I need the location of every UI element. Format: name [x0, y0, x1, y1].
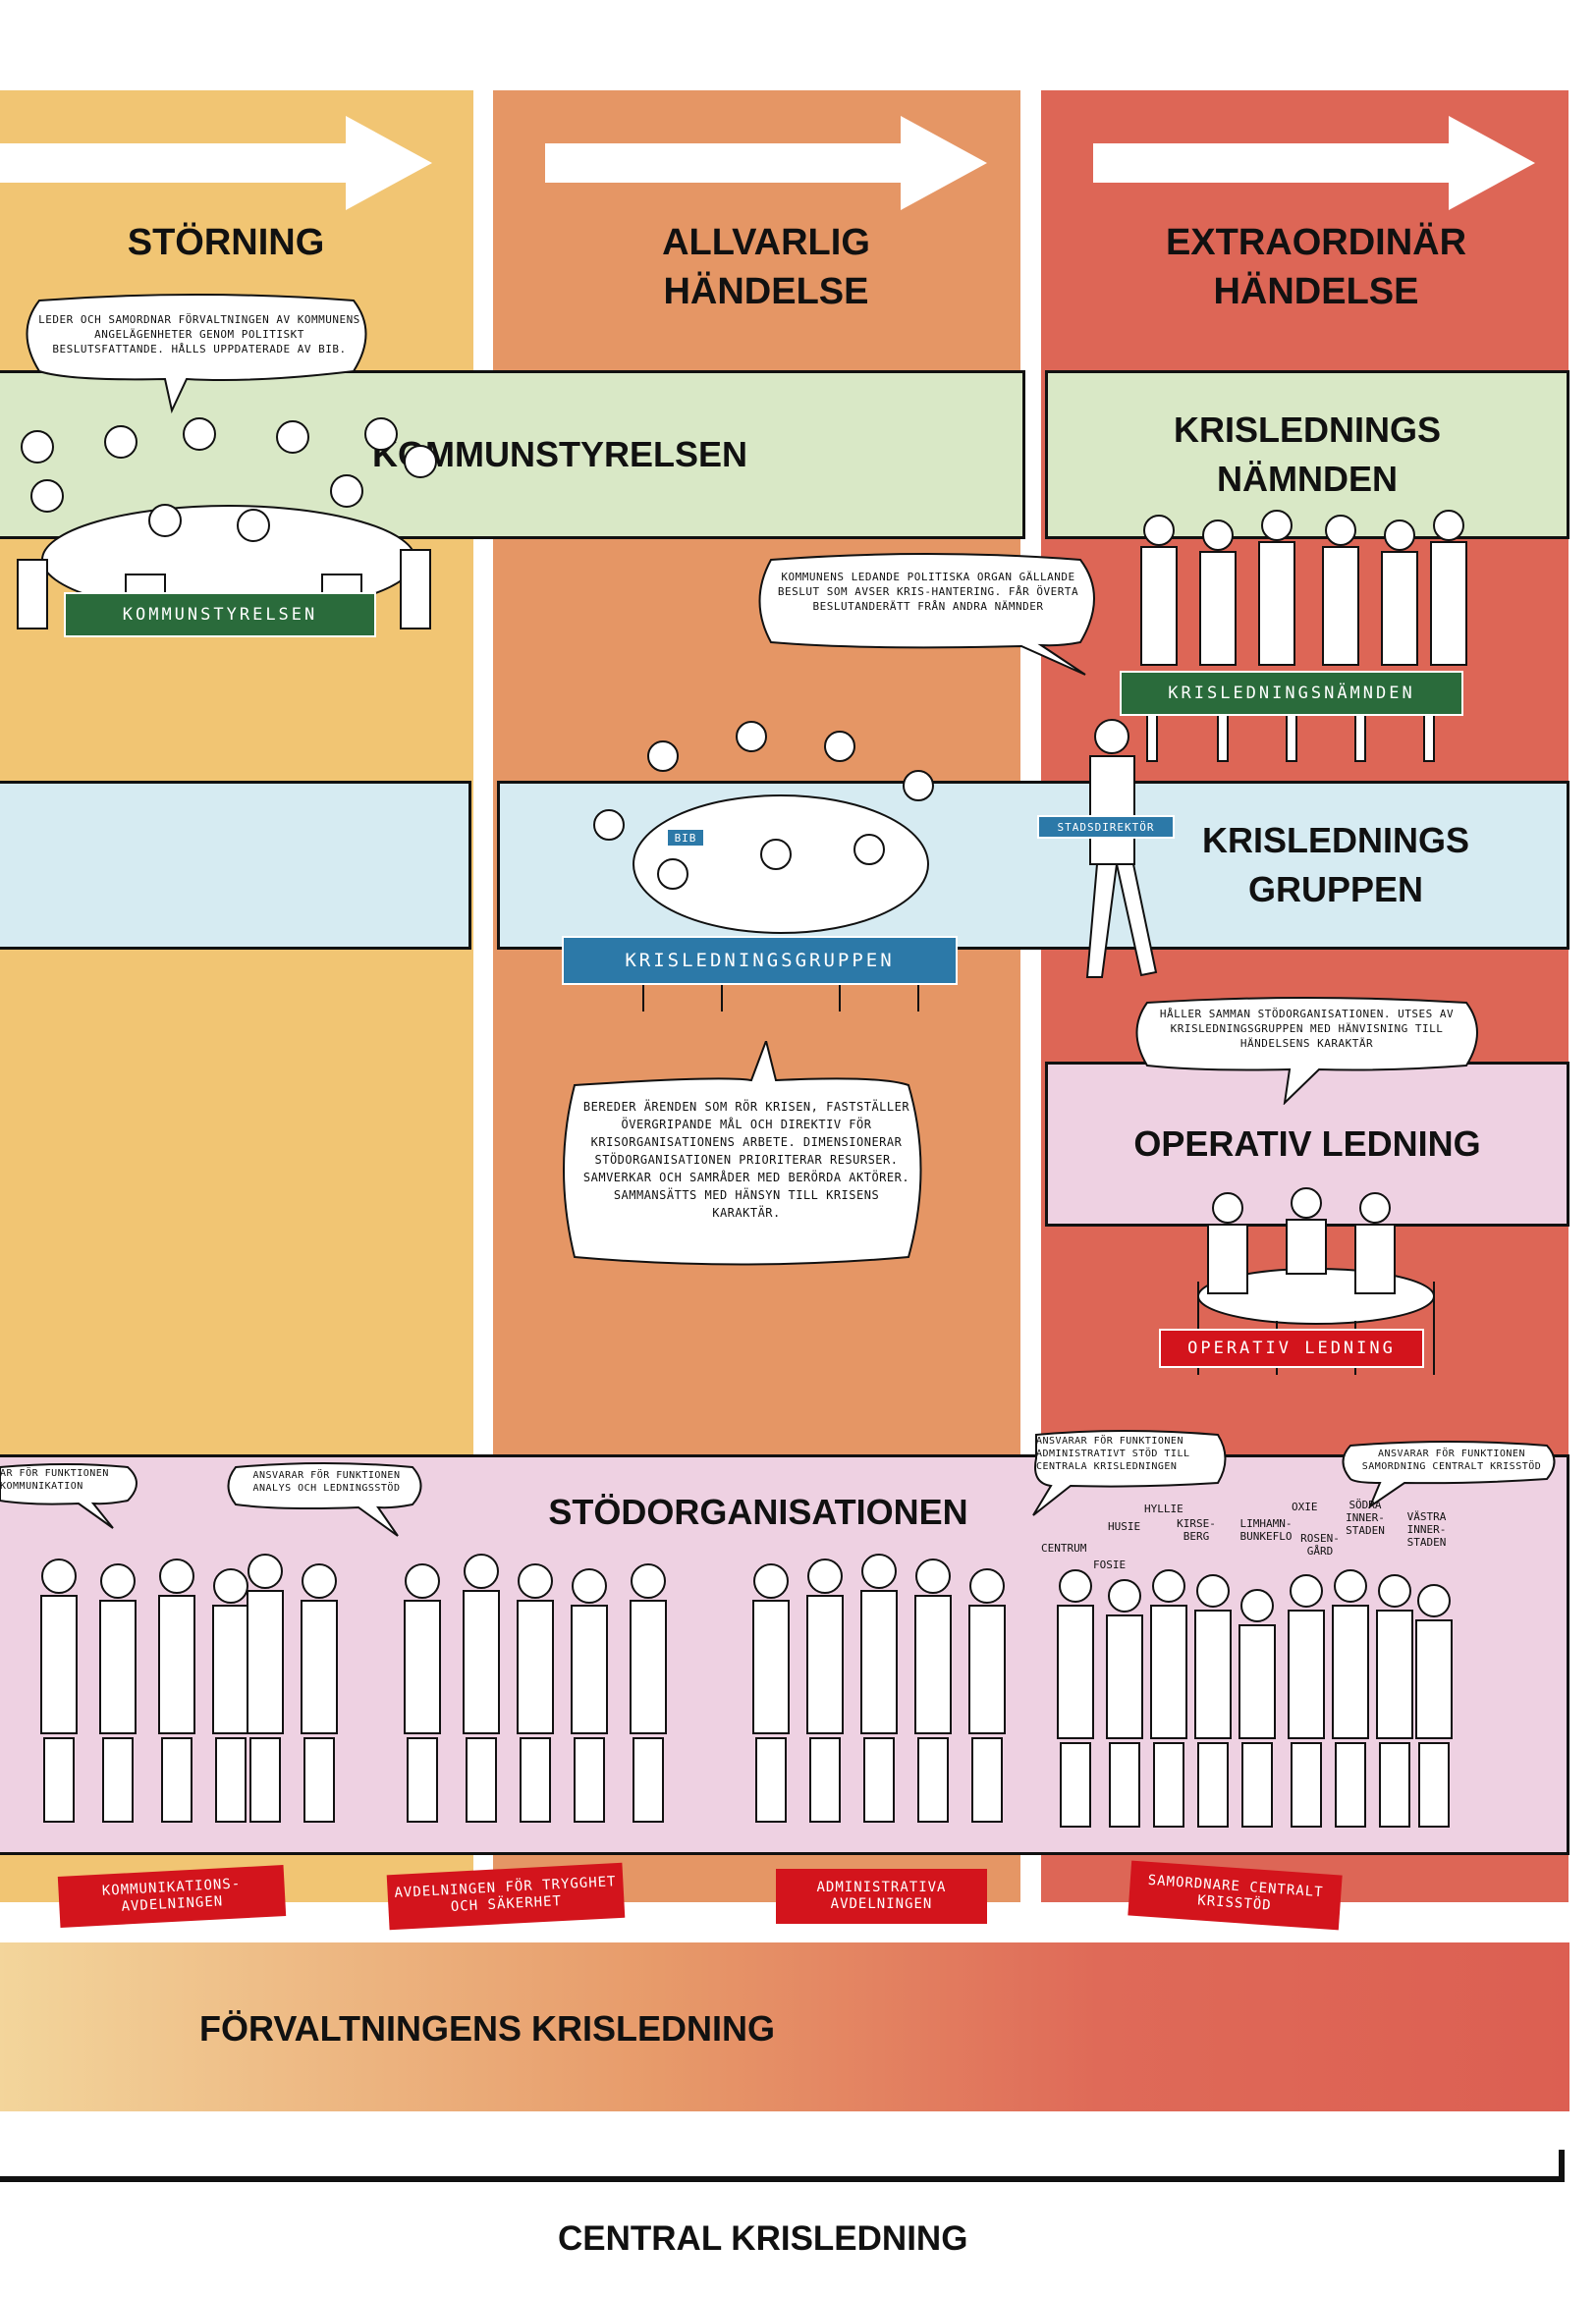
area-label-centrum: CENTRUM	[1041, 1542, 1086, 1555]
kommunikation-staff-illustration	[20, 1547, 363, 1836]
area-label-kirseberg: KIRSE-BERG	[1171, 1517, 1222, 1543]
arrow-right-icon	[1093, 116, 1535, 210]
area-label-husie: HUSIE	[1108, 1520, 1140, 1533]
tag-stadsdirektor: STADSDIREKTÖR	[1037, 815, 1175, 839]
central-krisledning-bracket	[0, 2146, 1571, 2185]
bubble-text-krisledningsgruppen: BEREDER ÄRENDEN SOM RÖR KRISEN, FASTSTÄL…	[579, 1098, 913, 1222]
tag-operativ-ledning: OPERATIV LEDNING	[1159, 1329, 1424, 1368]
band-title-stodorganisationen: STÖDORGANISATIONEN	[548, 1492, 967, 1533]
arrow-right-icon	[545, 116, 987, 210]
trygghet-staff-illustration	[388, 1547, 712, 1836]
bubble-text-krisledningsnamnden: KOMMUNENS LEDANDE POLITISKA ORGAN GÄLLAN…	[771, 570, 1085, 614]
tag-bib: BIB	[666, 828, 705, 848]
bubble-text-samordning: ANSVARAR FÖR FUNKTIONEN SAMORDNING CENTR…	[1353, 1448, 1550, 1473]
tag-krisledningsgruppen: KRISLEDNINGSGRUPPEN	[562, 936, 958, 985]
bubble-text-administrativt: ANSVARAR FÖR FUNKTIONEN ADMINISTRATIVT S…	[1036, 1435, 1213, 1473]
administrativa-staff-illustration	[742, 1547, 1036, 1836]
column-title-allvarlig: ALLVARLIG HÄNDELSE	[629, 218, 904, 316]
area-label-limhamn: LIMHAMN-BUNKEFLO	[1228, 1517, 1304, 1543]
area-label-sodra: SÖDRA INNER-STADEN	[1336, 1499, 1395, 1537]
central-krisledning-title: CENTRAL KRISLEDNING	[558, 2219, 967, 2259]
bubble-text-operativ: HÅLLER SAMMAN STÖDORGANISATIONEN. UTSES …	[1147, 1007, 1466, 1051]
arrow-right-icon	[0, 116, 432, 210]
department-label-kommunikation: KOMMUNIKATIONS-AVDELNINGEN	[58, 1865, 286, 1928]
tag-krisledningsnamnden: KRISLEDNINGSNÄMNDEN	[1120, 671, 1463, 716]
column-title-storning: STÖRNING	[39, 218, 413, 267]
department-label-administrativa: ADMINISTRATIVA AVDELNINGEN	[776, 1869, 987, 1924]
samordnare-staff-illustration	[1046, 1561, 1458, 1841]
forvaltningens-krisledning-title: FÖRVALTNINGENS KRISLEDNING	[199, 2008, 775, 2050]
band-title-krisledningsgruppen: KRISLEDNINGS GRUPPEN	[1193, 816, 1478, 914]
stadsdirektor-illustration	[1063, 712, 1171, 997]
bubble-text-kommunstyrelsen: LEDER OCH SAMORDNAR FÖRVALTNINGEN AV KOM…	[37, 312, 361, 356]
krisledningsnamnden-group-illustration	[1120, 486, 1483, 771]
bubble-text-kommunikation: AR FÖR FUNKTIONEN KOMMUNIKATION	[0, 1467, 128, 1493]
area-label-fosie: FOSIE	[1093, 1559, 1126, 1571]
band-krisledningsgruppen-storning	[0, 781, 471, 950]
area-label-hyllie: HYLLIE	[1144, 1503, 1183, 1515]
tag-kommunstyrelsen: KOMMUNSTYRELSEN	[64, 592, 376, 637]
department-label-trygghet: AVDELNINGEN FÖR TRYGGHET OCH SÄKERHET	[387, 1863, 626, 1930]
band-title-operativ-ledning: OPERATIV LEDNING	[1133, 1123, 1480, 1165]
area-label-vastra: VÄSTRA INNER-STADEN	[1395, 1510, 1458, 1549]
bubble-text-analys: ANSVARAR FÖR FUNKTIONEN ANALYS OCH LEDNI…	[236, 1469, 417, 1495]
column-title-extraordinar: EXTRAORDINÄR HÄNDELSE	[1159, 218, 1473, 316]
area-label-oxie: OXIE	[1292, 1501, 1318, 1513]
